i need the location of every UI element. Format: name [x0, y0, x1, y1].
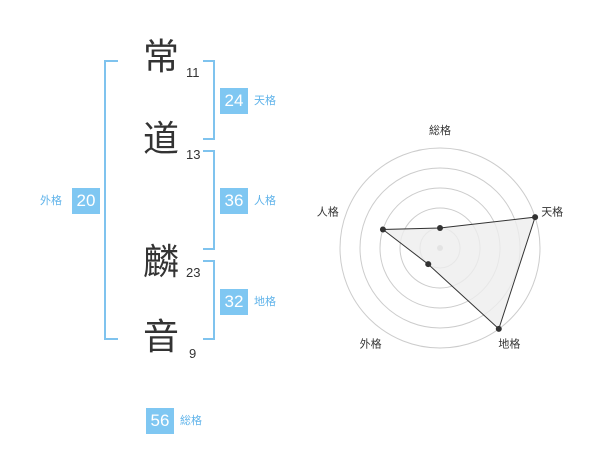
jinkaku-label: 人格: [254, 194, 276, 207]
name-char-2: 道: [142, 119, 179, 160]
stroke-count-1: 11: [186, 65, 200, 80]
chikaku-value: 32: [220, 289, 248, 315]
stroke-count-2: 13: [186, 147, 201, 162]
radar-grid-ring: [339, 147, 541, 349]
radar-axis-label-2: 天格: [541, 205, 563, 219]
radar-point-2: [532, 214, 539, 221]
name-char-1: 常: [142, 37, 179, 78]
stroke-count-4: 9: [189, 346, 197, 361]
chikaku-bracket: [203, 260, 215, 340]
name-char-4: 音: [142, 317, 179, 358]
gaikaku-bracket: [104, 60, 118, 340]
stroke-count-3: 23: [186, 265, 201, 280]
radar-point-3: [495, 325, 502, 332]
jinkaku-value: 36: [220, 188, 248, 214]
radar-point-1: [437, 225, 443, 231]
soukaku-value: 56: [146, 408, 174, 434]
radar-axis-label-1: 総格: [429, 123, 451, 137]
tenkaku-value: 24: [220, 88, 248, 114]
radar-axis-label-5: 人格: [317, 205, 339, 219]
radar-point-5: [379, 226, 386, 233]
radar-point-4: [425, 261, 432, 268]
jinkaku-bracket: [203, 150, 215, 250]
name-char-3: 麟: [142, 242, 179, 283]
radar-axis-label-4: 外格: [360, 337, 382, 351]
chikaku-label: 地格: [254, 295, 276, 308]
tenkaku-bracket: [203, 60, 215, 140]
tenkaku-label: 天格: [254, 94, 276, 107]
radar-data-area: [381, 216, 536, 330]
gaikaku-label: 外格: [40, 194, 62, 207]
soukaku-label: 総格: [180, 414, 202, 427]
radar-axis-label-3: 地格: [498, 337, 520, 351]
gaikaku-value: 20: [72, 188, 100, 214]
